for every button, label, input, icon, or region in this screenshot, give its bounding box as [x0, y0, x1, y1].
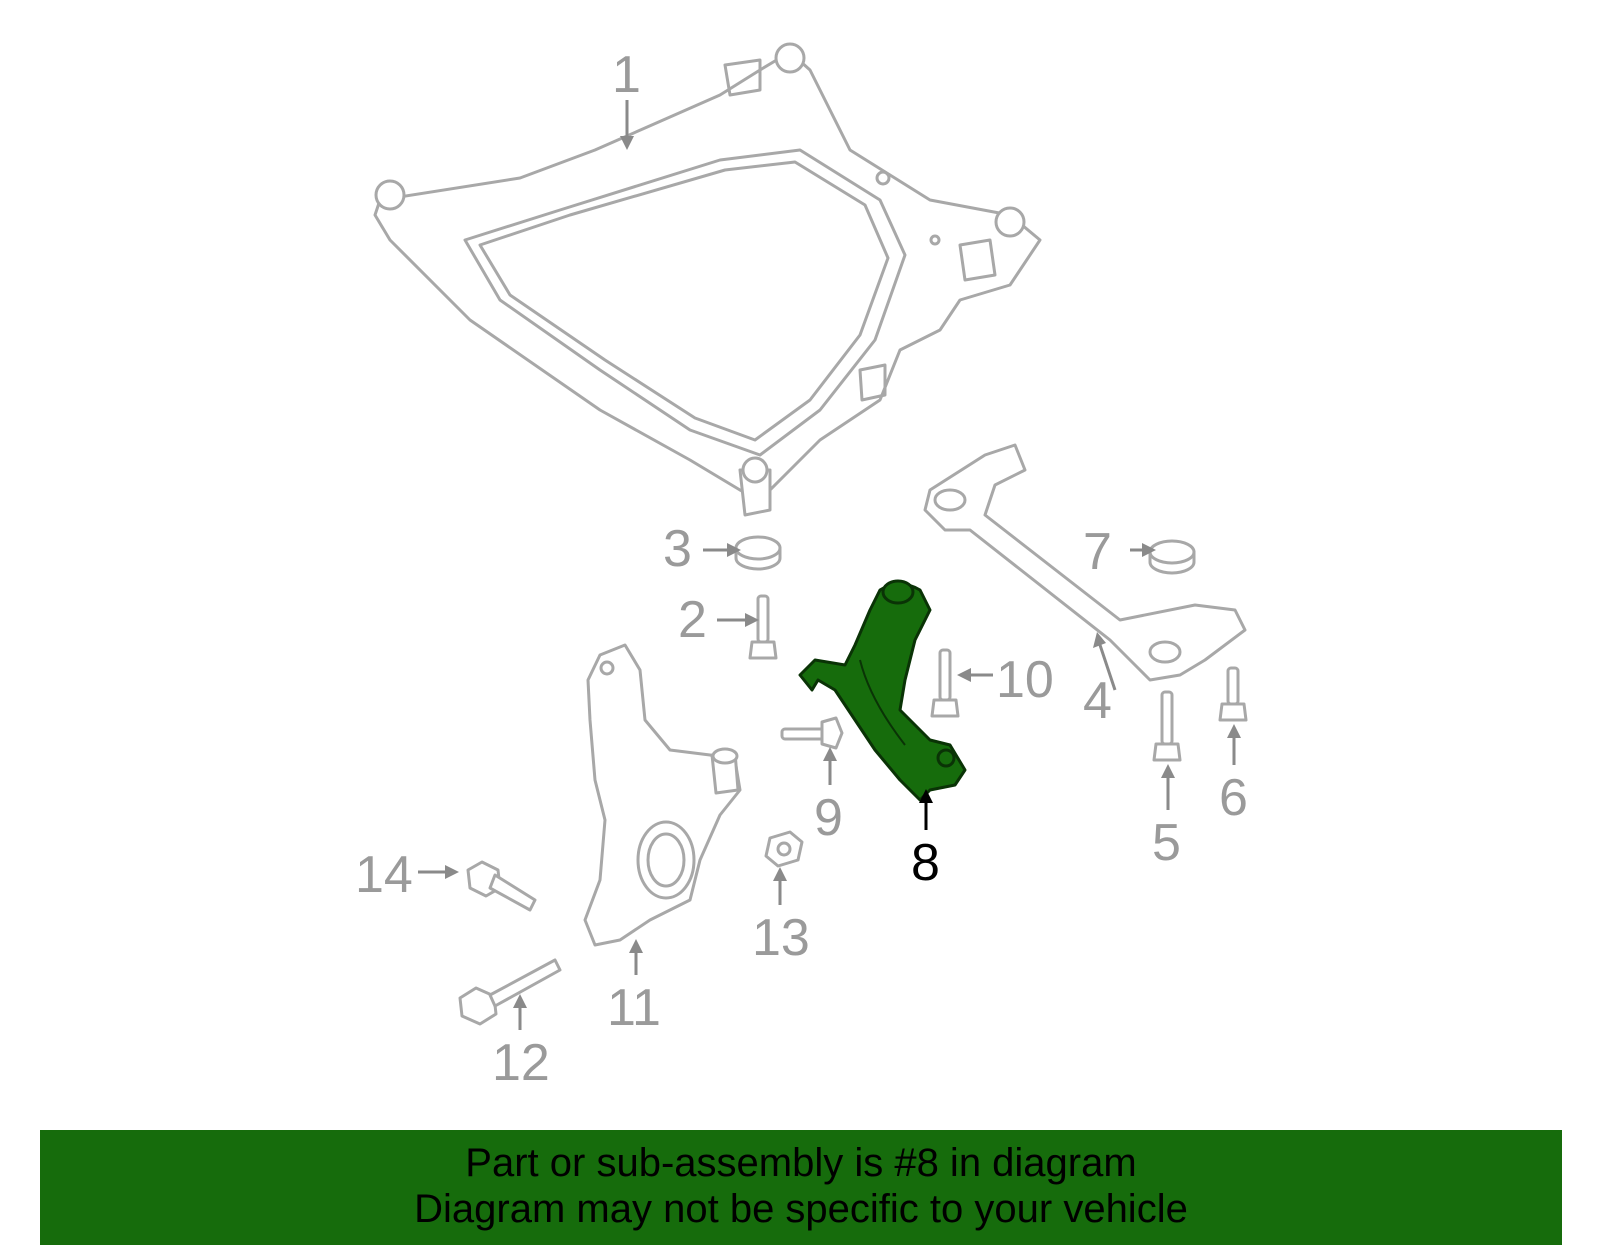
part-4-member: [923, 443, 1247, 682]
callout-10: 10: [996, 651, 1054, 709]
part-7-washer: [1148, 539, 1196, 575]
info-banner: Part or sub-assembly is #8 in diagram Di…: [40, 1130, 1562, 1245]
part-6-bolt: [1218, 666, 1248, 722]
part-8-lower-control-arm: [798, 579, 967, 802]
part-5-bolt: [1152, 690, 1182, 762]
callout-arrows: [418, 100, 1241, 1030]
callout-12: 12: [492, 1034, 550, 1092]
part-14-bolt: [466, 860, 537, 912]
banner-line-2: Diagram may not be specific to your vehi…: [414, 1187, 1188, 1231]
part-12-bolt: [458, 958, 562, 1026]
banner-line-1: Part or sub-assembly is #8 in diagram: [465, 1141, 1137, 1185]
callout-7: 7: [1083, 523, 1112, 581]
callout-14: 14: [355, 846, 413, 904]
part-10-bolt: [930, 648, 960, 718]
part-3-washer: [734, 535, 782, 571]
callout-3: 3: [663, 520, 692, 578]
part-1-subframe: [373, 42, 1042, 517]
callout-6: 6: [1219, 769, 1248, 827]
callout-13: 13: [752, 909, 810, 967]
callout-labels: 1 3 2 7 10 4 6 5 9 8 13 14 11 12: [355, 46, 1248, 1092]
callout-5: 5: [1152, 814, 1181, 872]
callout-1: 1: [612, 46, 641, 104]
part-9-bolt: [780, 716, 844, 750]
callout-4: 4: [1083, 672, 1112, 730]
callout-11: 11: [607, 979, 661, 1037]
parts-diagram: 1 3 2 7 10 4 6 5 9 8 13 14 11 12: [355, 42, 1248, 1092]
part-11-knuckle: [583, 643, 742, 947]
callout-2: 2: [678, 591, 707, 649]
part-2-bolt: [748, 594, 778, 660]
part-13-nut: [764, 830, 804, 868]
callout-8: 8: [911, 834, 940, 892]
callout-9: 9: [814, 789, 843, 847]
